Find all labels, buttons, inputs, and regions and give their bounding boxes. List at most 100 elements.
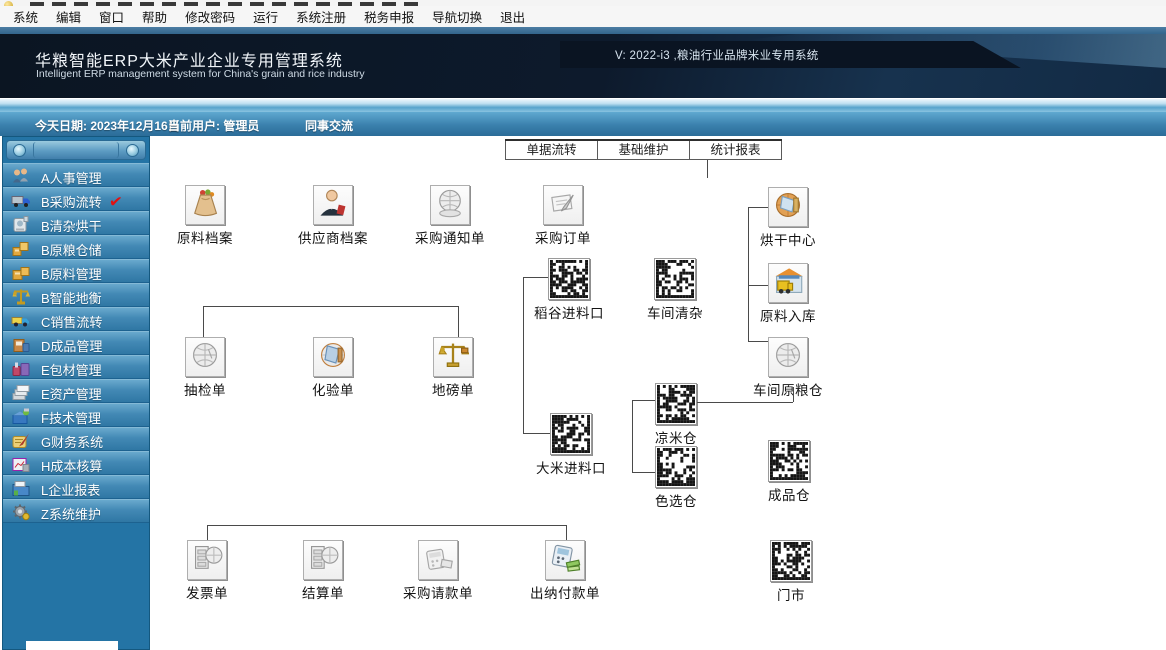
businessman-icon <box>317 187 349 224</box>
flow-node-weighbridge-slip[interactable] <box>433 337 473 377</box>
sidebar-item-label: B采购流转✔ <box>41 193 123 212</box>
sidebar-item-smart-weighbridge[interactable]: B智能地衡 <box>3 283 149 307</box>
flow-node-cool-rice-silo[interactable] <box>655 383 697 425</box>
flow-connector-line <box>748 341 768 342</box>
menu-window[interactable]: 窗口 <box>99 11 125 25</box>
flow-node-supplier-archive[interactable] <box>313 185 353 225</box>
sidebar-item-cleaning-drying[interactable]: B清杂烘干 <box>3 211 149 235</box>
tab-statistics-report[interactable]: 统计报表 <box>689 141 782 160</box>
flow-node-workshop-cleaning[interactable] <box>654 258 696 300</box>
sidebar-item-cost-accounting[interactable]: H成本核算 <box>3 451 149 475</box>
finance-icon <box>11 430 31 449</box>
flow-node-sampling-slip[interactable] <box>185 337 225 377</box>
flow-connector-line <box>523 433 550 434</box>
flow-node-label-raw-material-inbound: 原料入库 <box>760 309 816 324</box>
tab-document-flow[interactable]: 单据流转 <box>505 141 598 160</box>
flow-node-label-workshop-raw-grain-silo: 车间原粮仓 <box>753 383 823 398</box>
flow-node-raw-material-archive[interactable] <box>185 185 225 225</box>
tab-basic-maintenance[interactable]: 基础维护 <box>597 141 690 160</box>
flow-node-workshop-raw-grain-silo[interactable] <box>768 337 808 377</box>
app-subtitle: Intelligent ERP management system for Ch… <box>36 68 365 80</box>
sidebar-item-packaging-mgmt[interactable]: E包材管理 <box>3 355 149 379</box>
flow-connector-line <box>748 207 768 208</box>
balance-scale-icon <box>437 339 471 376</box>
sidebar-item-label: F技术管理 <box>41 411 101 426</box>
menu-run[interactable]: 运行 <box>253 11 279 25</box>
flow-node-cashier-payment-slip[interactable] <box>545 540 585 580</box>
qr-code-icon <box>657 385 695 427</box>
flow-node-paddy-inlet[interactable] <box>548 258 590 300</box>
sidebar-item-asset-mgmt[interactable]: E资产管理 <box>3 379 149 403</box>
menu-system[interactable]: 系统 <box>13 11 39 25</box>
sidebar-item-personnel-mgmt[interactable]: A人事管理 <box>3 163 149 187</box>
flow-node-purchase-order[interactable] <box>543 185 583 225</box>
sidebar-collapse-button[interactable] <box>13 144 26 157</box>
boxes-icon <box>11 262 31 281</box>
sidebar-item-raw-grain-storage[interactable]: B原粮仓储 <box>3 235 149 259</box>
flow-node-invoice-slip[interactable] <box>187 540 227 580</box>
flow-connector-line <box>697 402 793 403</box>
menu-edit[interactable]: 编辑 <box>56 11 82 25</box>
status-bar: 今天日期: 2023年12月16日 当前用户: 管理员 同事交流 <box>0 112 1166 136</box>
flow-node-label-lab-test-slip: 化验单 <box>312 383 354 398</box>
qr-code-icon <box>772 542 810 584</box>
menu-exit[interactable]: 退出 <box>500 11 526 25</box>
version-band: V: 2022-i3 ,粮油行业品牌米业专用系统 <box>560 41 1021 68</box>
qr-code-icon <box>552 415 590 457</box>
truck-icon <box>11 190 31 209</box>
sidebar-item-enterprise-reports[interactable]: L企业报表 <box>3 475 149 499</box>
flow-node-purchase-payment-request[interactable] <box>418 540 458 580</box>
sidebar-options-button[interactable] <box>126 144 139 157</box>
dryer-icon <box>11 214 31 233</box>
flow-node-purchase-notice[interactable] <box>430 185 470 225</box>
sidebar-item-raw-material-mgmt[interactable]: B原料管理 <box>3 259 149 283</box>
flow-node-raw-material-inbound[interactable] <box>768 263 808 303</box>
sidebar-bottom-panel <box>26 641 118 650</box>
flow-node-label-purchase-order: 采购订单 <box>535 231 591 246</box>
flow-node-retail-store[interactable] <box>770 540 812 582</box>
today-date-label: 今天日期: 2023年12月16日 <box>35 119 180 133</box>
sidebar-item-tech-mgmt[interactable]: F技术管理 <box>3 403 149 427</box>
flow-node-settlement-slip[interactable] <box>303 540 343 580</box>
sidebar-item-sales-flow[interactable]: C销售流转 <box>3 307 149 331</box>
colleague-chat-link[interactable]: 同事交流 <box>305 119 354 133</box>
calculator-color-icon <box>549 542 581 579</box>
sidebar-item-label: Z系统维护 <box>41 507 101 522</box>
people-icon <box>11 166 31 185</box>
scale-icon <box>11 286 31 305</box>
flow-node-color-sorting-silo[interactable] <box>655 446 697 488</box>
flow-node-rice-inlet[interactable] <box>550 413 592 455</box>
flow-node-finished-product-silo[interactable] <box>768 440 810 482</box>
globe-gray-icon <box>772 339 804 376</box>
menu-help[interactable]: 帮助 <box>142 11 168 25</box>
flow-connector-line <box>523 277 548 278</box>
app-icon <box>4 1 13 6</box>
flow-node-label-cashier-payment-slip: 出纳付款单 <box>530 586 600 601</box>
menu-change-password[interactable]: 修改密码 <box>185 11 236 25</box>
cabinet-globe-icon <box>191 542 223 579</box>
sidebar-item-label: E包材管理 <box>41 363 102 378</box>
menu-system-register[interactable]: 系统注册 <box>296 11 347 25</box>
menu-bar: 系统 编辑 窗口 帮助 修改密码 运行 系统注册 税务申报 导航切换 退出 <box>0 6 1166 27</box>
gear-icon <box>11 502 31 521</box>
menu-nav-switch[interactable]: 导航切换 <box>432 11 483 25</box>
flow-node-label-drying-center: 烘干中心 <box>760 233 816 248</box>
sidebar-item-finance-system[interactable]: G财务系统 <box>3 427 149 451</box>
flow-node-label-sampling-slip: 抽检单 <box>184 383 226 398</box>
qr-code-icon <box>550 260 588 302</box>
sidebar-item-finished-product-mgmt[interactable]: D成品管理 <box>3 331 149 355</box>
flow-node-drying-center[interactable] <box>768 187 808 227</box>
sidebar-item-label: A人事管理 <box>41 171 102 186</box>
sidebar-item-purchase-flow[interactable]: B采购流转✔ <box>3 187 149 212</box>
current-user-label: 当前用户: 管理员 <box>168 119 260 133</box>
qr-code-icon <box>656 260 694 302</box>
sidebar-item-system-maintenance[interactable]: Z系统维护 <box>3 499 149 523</box>
globe-blue-icon <box>317 339 349 376</box>
flow-node-lab-test-slip[interactable] <box>313 337 353 377</box>
flow-node-label-rice-inlet: 大米进料口 <box>536 461 606 476</box>
window-title-text-clipped <box>30 2 420 6</box>
menu-tax-filing[interactable]: 税务申报 <box>364 11 415 25</box>
sidebar-header-bar <box>6 140 146 160</box>
flow-connector-line <box>207 525 566 526</box>
sidebar-item-label: G财务系统 <box>41 435 104 450</box>
